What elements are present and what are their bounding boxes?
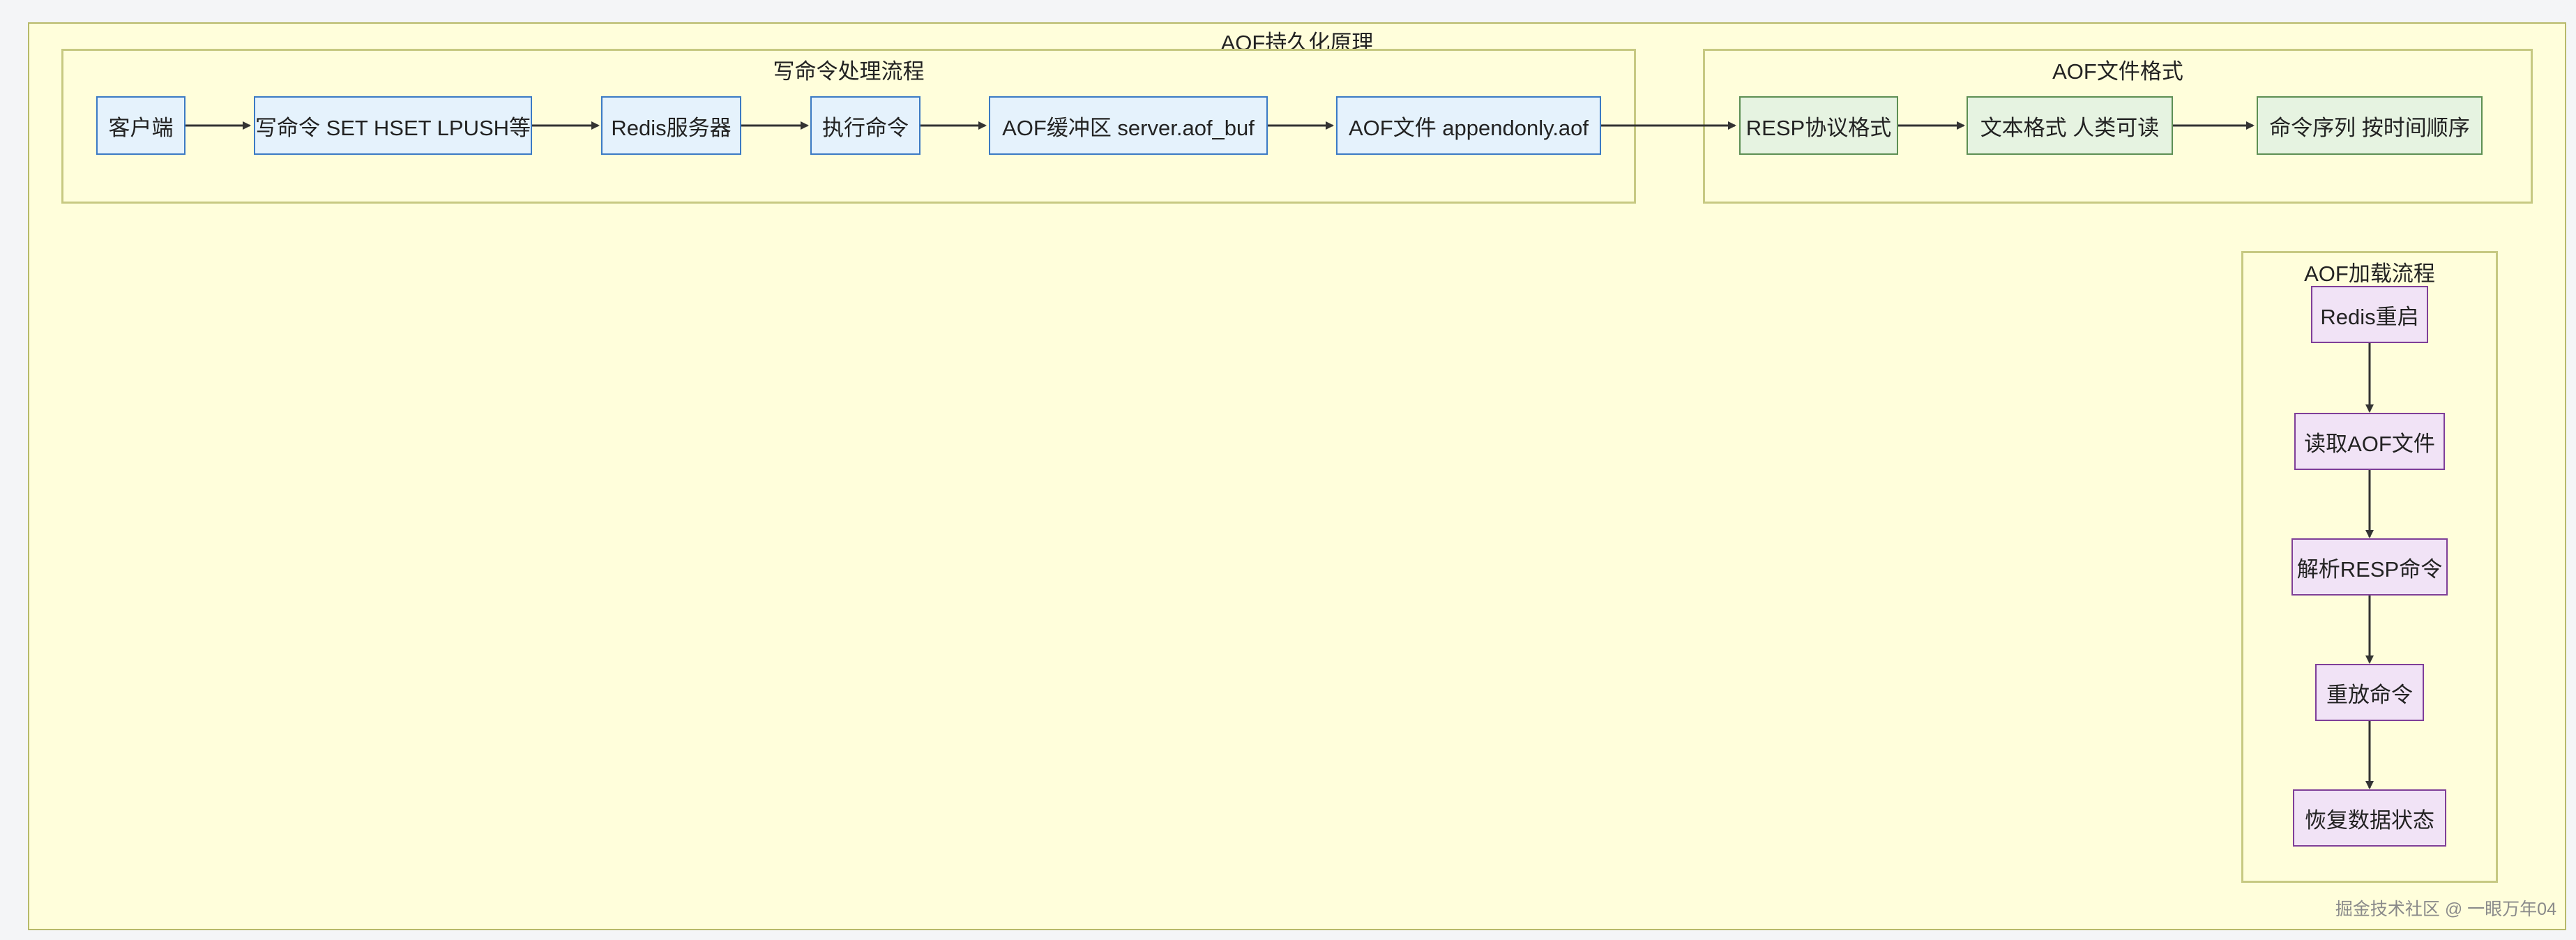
write-flow-title: 写命令处理流程 — [773, 59, 925, 84]
node-command-sequence[interactable]: 命令序列 按时间顺序 — [2257, 96, 2483, 155]
node-restore-state[interactable]: 恢复数据状态 — [2293, 789, 2446, 847]
aof-load-title: AOF加载流程 — [2304, 261, 2435, 286]
node-parse-resp[interactable]: 解析RESP命令 — [2291, 538, 2448, 596]
node-resp-format[interactable]: RESP协议格式 — [1739, 96, 1898, 155]
aof-format-title: AOF文件格式 — [2052, 59, 2183, 84]
node-write-command[interactable]: 写命令 SET HSET LPUSH等 — [254, 96, 532, 155]
node-redis-restart[interactable]: Redis重启 — [2311, 286, 2428, 343]
node-replay-command[interactable]: 重放命令 — [2315, 664, 2424, 721]
watermark: 掘金技术社区 @ 一眼万年04 — [2335, 900, 2556, 919]
node-client[interactable]: 客户端 — [96, 96, 185, 155]
node-aof-file[interactable]: AOF文件 appendonly.aof — [1336, 96, 1601, 155]
node-execute-command[interactable]: 执行命令 — [810, 96, 920, 155]
node-redis-server[interactable]: Redis服务器 — [601, 96, 741, 155]
node-aof-buffer[interactable]: AOF缓冲区 server.aof_buf — [989, 96, 1268, 155]
node-read-aof-file[interactable]: 读取AOF文件 — [2294, 413, 2445, 470]
node-text-format[interactable]: 文本格式 人类可读 — [1967, 96, 2173, 155]
